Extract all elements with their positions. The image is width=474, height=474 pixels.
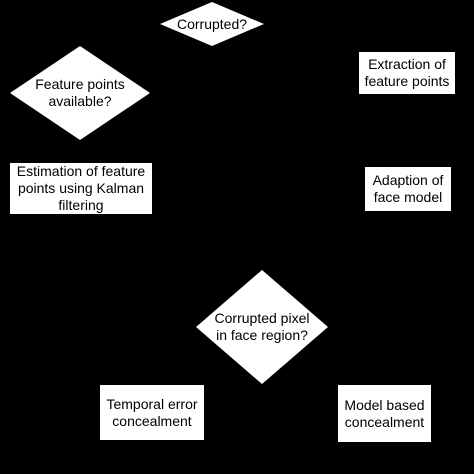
process-extraction-label: Extraction of feature points: [364, 56, 450, 89]
process-model-based-label: Model based concealment: [344, 396, 425, 430]
process-adaption-shape: [365, 167, 451, 211]
process-extraction-shape: [359, 52, 455, 94]
decision-feature-points-shape: [10, 46, 150, 140]
process-estimation-shape: [10, 163, 152, 214]
process-model-based-shape: [338, 385, 431, 442]
decision-corrupted-pixel-label: Corrupted pixel in face region?: [214, 310, 310, 343]
decision-corrupted-label: Corrupted?: [176, 15, 248, 32]
process-estimation-label: Estimation of feature points using Kalma…: [16, 163, 146, 213]
decision-corrupted-pixel-shape: [196, 270, 328, 384]
decision-corrupted-shape: [160, 2, 264, 46]
process-temporal-label: Temporal error concealment: [106, 395, 198, 429]
process-temporal-shape: [100, 385, 204, 440]
process-adaption-label: Adaption of face model: [372, 172, 444, 205]
decision-feature-points-label: Feature points available?: [35, 76, 125, 109]
